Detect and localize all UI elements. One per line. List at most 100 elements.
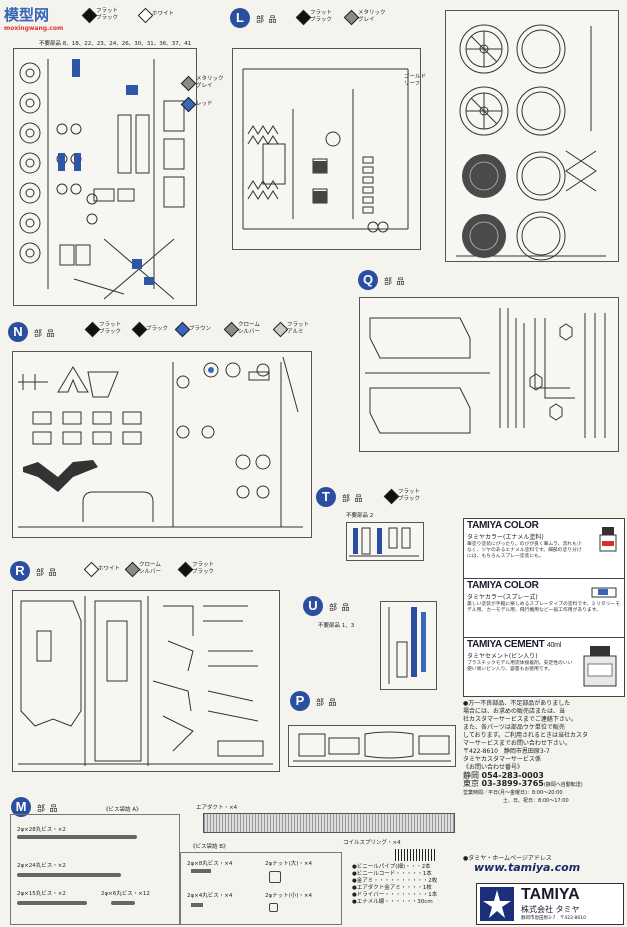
- postal-address: 〒422-8610 静岡市恩田原3-7: [463, 748, 550, 755]
- spray-can-icon: [591, 587, 617, 598]
- legend-label: フラットブラック: [310, 10, 333, 23]
- ad-subtitle: タミヤセメント(ビン入り): [467, 653, 538, 660]
- ad-body: 美しい塗装が手軽に楽しめるスプレータイプの塗料です。ミリタリーモデル用、カーモデ…: [467, 602, 621, 613]
- sprue-k-frame: [13, 48, 197, 306]
- paint-bottle-icon: [599, 527, 617, 552]
- business-hours-weekend: 土、日、祝日：8:00〜17:00: [503, 798, 569, 804]
- legend-label: ホワイト: [152, 11, 175, 17]
- screw-icon: [191, 903, 203, 907]
- gold-leaf-label: ゴールドリーフ: [404, 74, 427, 87]
- black-swatch: [81, 7, 98, 24]
- homepage-url[interactable]: www.tamiya.com: [474, 861, 581, 874]
- nut-item: 2φナット(小)・×4: [265, 893, 313, 899]
- ad-subtitle: タミヤカラー(エナメル塗料): [467, 534, 544, 541]
- tokyo-note: (静岡へ自動転送): [543, 782, 583, 788]
- nut-item: 2φナット(大)・×4: [265, 861, 313, 867]
- section-l-letter: L: [230, 8, 250, 28]
- ad-body: 筆塗り塗装にぴったり。のびが良く筆ムラ、流れも少なく、ツヤのあるエナメル塗料です…: [467, 542, 582, 559]
- legend-label: ブラック: [146, 326, 169, 332]
- section-t-unused-parts: 不要部品 2: [346, 513, 374, 519]
- sprue-l-frame: [232, 48, 421, 250]
- screw-bag-b-box: 2φ×8丸ビス・×4 2φナット(大)・×4 2φ×4丸ビス・×4 2φナット(…: [180, 852, 342, 925]
- sprue-q-drawing: [365, 308, 606, 438]
- gray-swatch: [343, 9, 360, 26]
- legend-label: クロームシルバー: [238, 322, 261, 335]
- sprue-r-frame: [12, 590, 280, 772]
- tamiya-cement-ad: TAMIYA CEMENT 40ml タミヤセメント(ビン入り) プラスチックモ…: [463, 637, 625, 697]
- business-hours: 営業時間／平日(月〜金曜日)：8:00〜20:00: [463, 790, 563, 796]
- gray-swatch: [223, 321, 240, 338]
- tamiya-star-logo-icon: [480, 887, 514, 921]
- screw-icon: [17, 901, 87, 905]
- section-k-unused-parts: 不要部品 8、18、22、23、24、26、30、31、36、37、41: [39, 41, 192, 47]
- ad-title: TAMIYA CEMENT: [467, 639, 545, 650]
- material-item: ●ドライバー・・・・・・・・1本: [352, 892, 438, 898]
- screw-icon: [17, 873, 121, 877]
- tokyo-label: 東京: [463, 779, 479, 788]
- material-item: ●ビニールコード・・・・・1本: [352, 871, 432, 877]
- legend-label: ブラウン: [189, 326, 212, 332]
- section-l-parts-label: 部 品: [256, 15, 278, 24]
- nut-icon: [269, 903, 278, 912]
- screw-icon: [17, 835, 137, 839]
- section-p-letter: P: [290, 691, 310, 711]
- department: タミヤカスタマーサービス係: [463, 756, 541, 763]
- metallic-gray-label: メタリックグレイ: [196, 76, 224, 89]
- section-r-parts-label: 部 品: [36, 568, 58, 577]
- aluminum-swatch: [272, 321, 289, 338]
- section-u-unused-parts: 不要部品 1、3: [318, 623, 355, 629]
- white-swatch: [83, 561, 100, 578]
- legend-label: フラットブラック: [99, 322, 122, 335]
- materials-list: ●ビニールパイプ(細)・・・2本 ●ビニールコード・・・・・1本 ●金アミ・・・…: [352, 864, 437, 906]
- section-t-letter: T: [316, 487, 336, 507]
- sprue-wheels-drawing: [456, 24, 606, 261]
- tamiya-brand-block: TAMIYA 株式会社 タミヤ 静岡市恩田原3-7 〒422-8610: [476, 883, 624, 925]
- sprue-p-frame: [288, 725, 456, 767]
- ad-body: プラスチックモデル用流体接着剤。安定性のいい使い易いビン入り、容量もお徳用です。: [467, 661, 573, 672]
- legend-label: ホワイト: [98, 566, 121, 572]
- brand-name: TAMIYA: [521, 886, 580, 903]
- watermark-logo: 模型网 moxingwang.com: [4, 4, 63, 32]
- sprue-wheels-frame: [445, 10, 619, 262]
- sprue-u-drawing: [388, 607, 426, 684]
- material-item: ●金アミ・・・・・・・・・・2枚: [352, 878, 438, 884]
- screw-item: 2φ×15丸ビス・×2: [17, 891, 66, 897]
- section-p-parts-label: 部 品: [316, 698, 338, 707]
- section-n-parts-label: 部 品: [34, 329, 56, 338]
- company-name: 株式会社 タミヤ: [521, 905, 580, 914]
- screw-bag-b-label: 《ビス袋詰 B》: [190, 844, 229, 850]
- screw-item: 2φ×24丸ビス・×2: [17, 863, 66, 869]
- sprue-t-frame: [346, 522, 424, 561]
- section-m-letter: M: [11, 797, 31, 817]
- notice-line: 場合には、お求めの販売店または、当: [463, 708, 566, 715]
- gray-swatch: [124, 561, 141, 578]
- ad-size: 40ml: [546, 642, 561, 649]
- sprue-q-frame: [359, 297, 619, 452]
- legend-label: クロームシルバー: [139, 562, 162, 575]
- black-swatch: [177, 561, 194, 578]
- section-q-parts-label: 部 品: [384, 277, 406, 286]
- sprue-n-drawing: [18, 356, 303, 528]
- tamiya-color-spray-ad: TAMIYA COLOR タミヤカラー(スプレー式) 美しい塗装が手軽に楽しめる…: [463, 578, 625, 639]
- shizuoka-phone: 054-283-0003: [481, 771, 544, 780]
- shizuoka-label: 静岡: [463, 771, 479, 780]
- section-r-letter: R: [10, 561, 30, 581]
- white-swatch: [137, 7, 154, 24]
- screw-item: 2φ×8丸ビス・×4: [187, 861, 233, 867]
- red-label: レッド: [196, 101, 213, 107]
- air-duct-label: エアダクト・×4: [196, 805, 238, 811]
- cement-bottle-icon: [583, 646, 617, 687]
- homepage-label: ●タミヤ・ホームページアドレス: [463, 855, 552, 862]
- notice-line: ●万一不良部品、不足部品がありました: [463, 700, 571, 707]
- section-u-letter: U: [303, 596, 323, 616]
- material-item: ●ビニールパイプ(細)・・・2本: [352, 864, 431, 870]
- coil-spring-icon: [395, 849, 435, 861]
- sprue-n-frame: [12, 351, 312, 538]
- ad-title: TAMIYA COLOR: [467, 520, 539, 531]
- ad-subtitle: タミヤカラー(スプレー式): [467, 594, 538, 601]
- watermark-site: 模型网: [4, 6, 50, 24]
- section-n-letter: N: [8, 322, 28, 342]
- coil-spring-label: コイルスプリング・×4: [343, 840, 401, 846]
- black-swatch: [131, 321, 148, 338]
- screw-item: 2φ×6丸ビス・×12: [101, 891, 150, 897]
